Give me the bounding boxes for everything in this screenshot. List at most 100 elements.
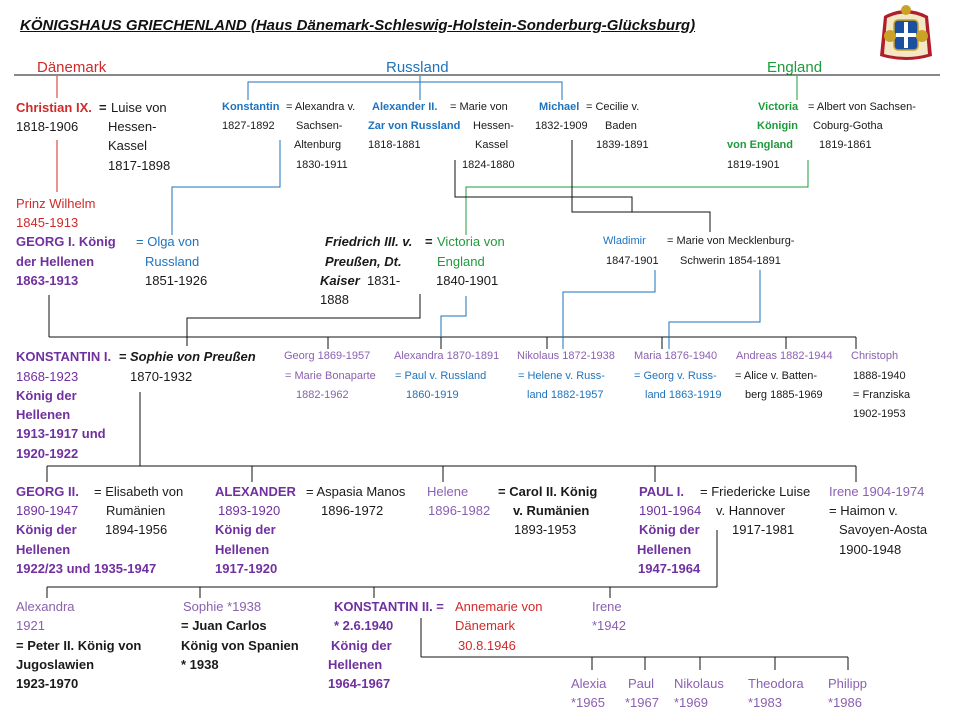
- nikolaus-name: Nikolaus 1872-1938: [517, 350, 615, 362]
- georg-ii-reign: 1922/23 und 1935-1947: [16, 561, 157, 576]
- maria-name: Maria 1876-1940: [634, 350, 718, 362]
- queen-victoria-dates: 1819-1901: [727, 159, 780, 171]
- nikolaus-spouse-dates: land 1882-1957: [527, 389, 604, 401]
- konstantin-russia-dates: 1827-1892: [222, 120, 275, 132]
- cecilie-2: Baden: [605, 120, 637, 132]
- michael-name: Michael: [539, 101, 580, 113]
- friedrich-2: Preußen, Dt.: [325, 254, 402, 269]
- friedrich-5: 1888: [320, 292, 349, 307]
- konstantin-i-name: KONSTANTIN I.: [16, 349, 112, 364]
- connector: [562, 270, 656, 349]
- marriage-sign: =: [99, 100, 107, 115]
- child-philipp-born: *1986: [828, 695, 862, 710]
- cecilie-dates: 1839-1891: [596, 139, 649, 151]
- greek-royal-coat-of-arms-icon: [880, 5, 932, 60]
- konstantin-i-dates: 1868-1923: [16, 369, 79, 384]
- page-title: KÖNIGSHAUS GRIECHENLAND (Haus Dänemark-S…: [20, 17, 696, 34]
- maria-spouse: = Georg v. Russ-: [634, 370, 717, 382]
- alexander-ii-dates: 1818-1881: [368, 139, 421, 151]
- konstantin-ii-title-1: König der: [331, 638, 392, 653]
- christian-ix-dates: 1818-1906: [16, 119, 79, 134]
- alexandra-y-dates: 1921: [16, 618, 45, 633]
- konstantin-i-reign-1: 1913-1917 und: [16, 426, 106, 441]
- paul-i-dates: 1901-1964: [639, 503, 702, 518]
- queen-victoria-name: Victoria: [758, 101, 799, 113]
- alexander-title-1: König der: [215, 522, 276, 537]
- helene-name: Helene: [427, 484, 469, 499]
- konstantin-i-title-1: König der: [16, 388, 77, 403]
- georg-i-2: der Hellenen: [16, 254, 95, 269]
- alexandra-y-name: Alexandra: [16, 599, 75, 614]
- paul-i-reign: 1947-1964: [638, 561, 701, 576]
- alexander-dates: 1893-1920: [218, 503, 281, 518]
- queen-victoria-title-1: Königin: [757, 120, 798, 132]
- paul-i-title-2: Hellenen: [637, 542, 692, 557]
- alexander-ii-name: Alexander II.: [372, 101, 438, 113]
- carol-dates: 1893-1953: [514, 522, 577, 537]
- connector: [440, 296, 467, 337]
- christoph-name: Christoph: [851, 350, 899, 362]
- marie-hessen-2: Hessen-: [473, 120, 514, 132]
- marie-meck-1: = Marie von Mecklenburg-: [667, 235, 795, 247]
- child-paul-born: *1967: [625, 695, 659, 710]
- friedericke-dates: 1917-1981: [732, 522, 795, 537]
- elisabeth-1: = Elisabeth von: [94, 484, 184, 499]
- konstantin-i-title-2: Hellenen: [16, 407, 71, 422]
- marie-hessen-dates: 1824-1880: [462, 159, 515, 171]
- alexandra-name: Alexandra 1870-1891: [394, 350, 500, 362]
- georg-i-dates: 1863-1913: [16, 273, 79, 288]
- paul-i-name: PAUL I.: [639, 484, 685, 499]
- christoph-spouse-dates: 1902-1953: [853, 408, 906, 420]
- georg-ii-dates: 1890-1947: [16, 503, 79, 518]
- michael-dates: 1832-1909: [535, 120, 588, 132]
- georg-ii-title-2: Hellenen: [16, 542, 71, 557]
- child-paul-name: Paul: [628, 676, 655, 691]
- andreas-spouse: = Alice v. Batten-: [735, 370, 818, 382]
- sophie-y-name: Sophie *1938: [183, 599, 262, 614]
- alexander-name: ALEXANDER: [215, 484, 296, 499]
- elisabeth-2: Rumänien: [106, 503, 166, 518]
- irene-y-born: *1942: [592, 618, 626, 633]
- cecilie-1: = Cecilie v.: [586, 101, 640, 113]
- connector: [668, 270, 761, 349]
- alexander-ii-title: Zar von Russland: [368, 120, 461, 132]
- wladimir-name: Wladimir: [603, 235, 646, 247]
- peter-2: Jugoslawien: [16, 657, 95, 672]
- sophie-preussen-name: Sophie von Preußen: [130, 349, 256, 364]
- alexandra-altenburg-3: Altenburg: [294, 139, 342, 151]
- luise-dates: 1817-1898: [108, 158, 171, 173]
- christoph-spouse: = Franziska: [853, 389, 911, 401]
- irene-old-spouse-dates: 1900-1948: [839, 542, 902, 557]
- georg-name: Georg 1869-1957: [284, 350, 371, 362]
- albert-2: Coburg-Gotha: [813, 120, 883, 132]
- friedrich-4: 1831-: [367, 273, 401, 288]
- child-alexia-born: *1965: [571, 695, 605, 710]
- paul-i-title-1: König der: [639, 522, 700, 537]
- child-alexia-name: Alexia: [571, 676, 607, 691]
- georg-spouse-dates: 1882-1962: [296, 389, 349, 401]
- nikolaus-spouse: = Helene v. Russ-: [518, 370, 605, 382]
- luise-name-3: Kassel: [108, 138, 148, 153]
- konstantin-russia-name: Konstantin: [222, 101, 280, 113]
- child-theodora-born: *1983: [748, 695, 782, 710]
- irene-old-name: Irene 1904-1974: [829, 484, 925, 499]
- georg-i-1: GEORG I. König: [16, 234, 116, 249]
- andreas-name: Andreas 1882-1944: [736, 350, 833, 362]
- annemarie-name: Annemarie von: [455, 599, 543, 614]
- juan-carlos-born: * 1938: [181, 657, 219, 672]
- child-nikolaus-born: *1969: [674, 695, 708, 710]
- marie-hessen-3: Kassel: [475, 139, 509, 151]
- victoria-v-dates: 1840-1901: [436, 273, 499, 288]
- konstantin-ii-title-2: Hellenen: [328, 657, 383, 672]
- friedericke-2: v. Hannover: [716, 503, 786, 518]
- friedericke-1: = Friedericke Luise: [700, 484, 811, 499]
- helene-dates: 1896-1982: [428, 503, 491, 518]
- konstantin-ii-name: KONSTANTIN II. =: [334, 599, 444, 614]
- wilhelm-dates: 1845-1913: [16, 215, 79, 230]
- alexandra-altenburg-1: = Alexandra v.: [286, 101, 356, 113]
- queen-victoria-title-2: von England: [727, 139, 793, 151]
- annemarie-born: 30.8.1946: [458, 638, 516, 653]
- olga-dates: 1851-1926: [145, 273, 208, 288]
- juan-carlos-name: = Juan Carlos: [181, 618, 267, 633]
